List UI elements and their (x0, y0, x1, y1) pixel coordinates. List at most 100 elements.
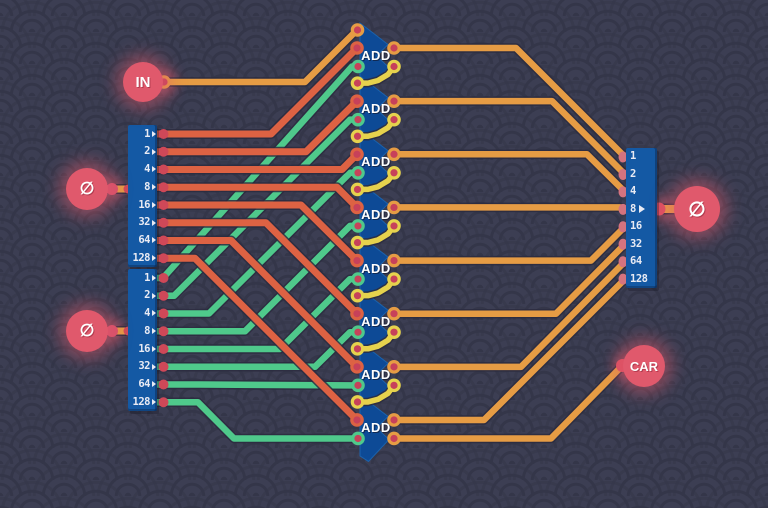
pin-adder8-b-center (354, 434, 362, 443)
output-node-sum[interactable]: ∅ (674, 186, 720, 232)
pin-maker-bit8[interactable] (618, 273, 628, 285)
bit-label: 32 (138, 360, 150, 373)
wire-sum-bit2[interactable] (390, 97, 629, 178)
bit-pointer-icon (152, 310, 156, 317)
pin-splitter-b-bit3[interactable] (158, 308, 169, 319)
bit-label: 16 (138, 198, 150, 211)
pin-splitter-b-bit1[interactable] (158, 273, 169, 283)
pin-maker-bit7[interactable] (618, 256, 628, 268)
maker-row-64: 64 (626, 253, 657, 270)
pin-splitter-a-bit5[interactable] (158, 200, 169, 210)
pin-splitter-a-bit4[interactable] (158, 182, 169, 193)
splitter-b-row-32: 32 (128, 358, 157, 376)
wire-sum-bit4[interactable] (390, 204, 629, 213)
pin-splitter-b-bit4[interactable] (158, 326, 169, 337)
input-node-byte-b[interactable]: ∅ (66, 310, 108, 352)
pin-stub-a[interactable] (106, 183, 118, 195)
pin-maker-bit6[interactable] (618, 238, 628, 250)
pin-maker-bit3[interactable] (618, 186, 628, 198)
adder-label-5: ADD (361, 261, 391, 276)
byte-maker[interactable]: 1 2 4 8 16 32 64 128 (626, 148, 657, 288)
wire-carry-out[interactable] (390, 362, 626, 442)
pin-splitter-a-bit8[interactable] (158, 253, 169, 264)
pin-adder8-carry-out-center (390, 434, 398, 443)
wire-a-bit2[interactable] (146, 97, 361, 156)
pin-adder4-carry-out-center (390, 222, 398, 230)
wire-sum-bit6[interactable] (390, 240, 629, 317)
pin-splitter-b-bit8[interactable] (158, 397, 169, 408)
wire-a-bit6[interactable] (146, 219, 361, 318)
pin-splitter-a-bit7[interactable] (158, 235, 169, 246)
pin-adder8-carry-in-center (353, 398, 362, 406)
input-node-carry-in[interactable]: IN (123, 62, 163, 102)
bit-pointer-icon (152, 130, 156, 137)
input-node-byte-a[interactable]: ∅ (66, 168, 108, 210)
splitter-b-row-4: 4 (128, 305, 157, 323)
bit-label: 128 (132, 395, 151, 408)
splitter-a-row-8: 8 (128, 178, 157, 196)
wire-a-bit1[interactable] (146, 44, 361, 138)
byte-splitter-b[interactable]: 1 2 4 8 16 32 64 128 (128, 269, 157, 411)
pin-adder3-b-center (354, 169, 362, 177)
bit-pointer-icon (152, 201, 156, 208)
adder-label-6: ADD (361, 314, 391, 329)
bit-label: 4 (630, 185, 636, 198)
splitter-b-row-64: 64 (128, 376, 157, 394)
pin-splitter-a-bit3[interactable] (158, 164, 169, 175)
maker-row-32: 32 (626, 236, 657, 253)
bit-label: 2 (144, 289, 150, 302)
maker-row-16: 16 (626, 218, 657, 235)
wire-a-bit4[interactable] (146, 183, 361, 211)
pin-adder2-sum-center (390, 97, 398, 105)
output-node-carry[interactable]: CAR (623, 345, 665, 387)
pin-adder3-carry-in-center (353, 132, 362, 140)
wire-carry-in[interactable] (146, 26, 361, 86)
splitter-b-row-2: 2 (128, 287, 157, 305)
wire-b-bit8[interactable] (146, 399, 362, 442)
bit-pointer-icon (152, 274, 156, 281)
pin-adder5-a-center (353, 256, 361, 265)
pin-adder6-b-center (354, 328, 362, 336)
pin-adder2-b-center (354, 116, 362, 124)
bit-pointer-icon (152, 148, 156, 155)
pin-adder4-b-center (354, 222, 362, 230)
splitter-a-row-16: 16 (128, 196, 157, 214)
byte-splitter-a[interactable]: 1 2 4 8 16 32 64 128 (128, 125, 157, 267)
bit-pointer-icon (152, 363, 156, 370)
bit-pointer-icon (152, 292, 156, 299)
pin-maker-bit4[interactable] (618, 203, 628, 215)
pin-maker-bit1[interactable] (618, 151, 628, 163)
pin-splitter-b-bit2[interactable] (158, 290, 169, 301)
wire-sum-bit7[interactable] (390, 258, 629, 371)
pin-stub-b[interactable] (106, 325, 118, 337)
wire-sum-bit3[interactable] (390, 151, 629, 196)
pin-adder3-carry-out-center (390, 169, 398, 177)
pin-adder6-carry-in-center (353, 292, 362, 300)
bit-label: 1 (144, 271, 150, 284)
wire-sum-bit5[interactable] (390, 223, 629, 264)
wire-sum-bit5-casing (389, 221, 630, 266)
pin-maker-bit2[interactable] (618, 168, 628, 180)
wire-a-bit5[interactable] (146, 201, 361, 265)
wire-sum-bit1[interactable] (390, 44, 629, 161)
pin-splitter-a-bit1[interactable] (158, 129, 169, 139)
pin-splitter-b-bit5[interactable] (158, 344, 169, 354)
bit-pointer-icon (152, 237, 156, 244)
pin-splitter-a-bit2[interactable] (158, 146, 169, 157)
wire-a-bit7[interactable] (146, 237, 361, 371)
adder-label-3: ADD (361, 154, 391, 169)
wire-sum-bit8[interactable] (390, 275, 629, 424)
pin-adder6-carry-out-center (390, 328, 398, 336)
bit-pointer-icon (152, 328, 156, 335)
pin-splitter-a-bit6[interactable] (158, 217, 169, 228)
pin-splitter-b-bit6[interactable] (158, 361, 169, 372)
pin-splitter-b-bit7[interactable] (158, 379, 169, 390)
pin-adder7-carry-in-center (353, 345, 362, 353)
wire-a-bit3[interactable] (146, 150, 361, 173)
bit-label: 2 (630, 167, 636, 180)
pin-adder4-sum-center (390, 203, 398, 212)
pin-adder5-carry-in-center (353, 238, 362, 247)
pin-maker-bit5[interactable] (618, 221, 628, 233)
